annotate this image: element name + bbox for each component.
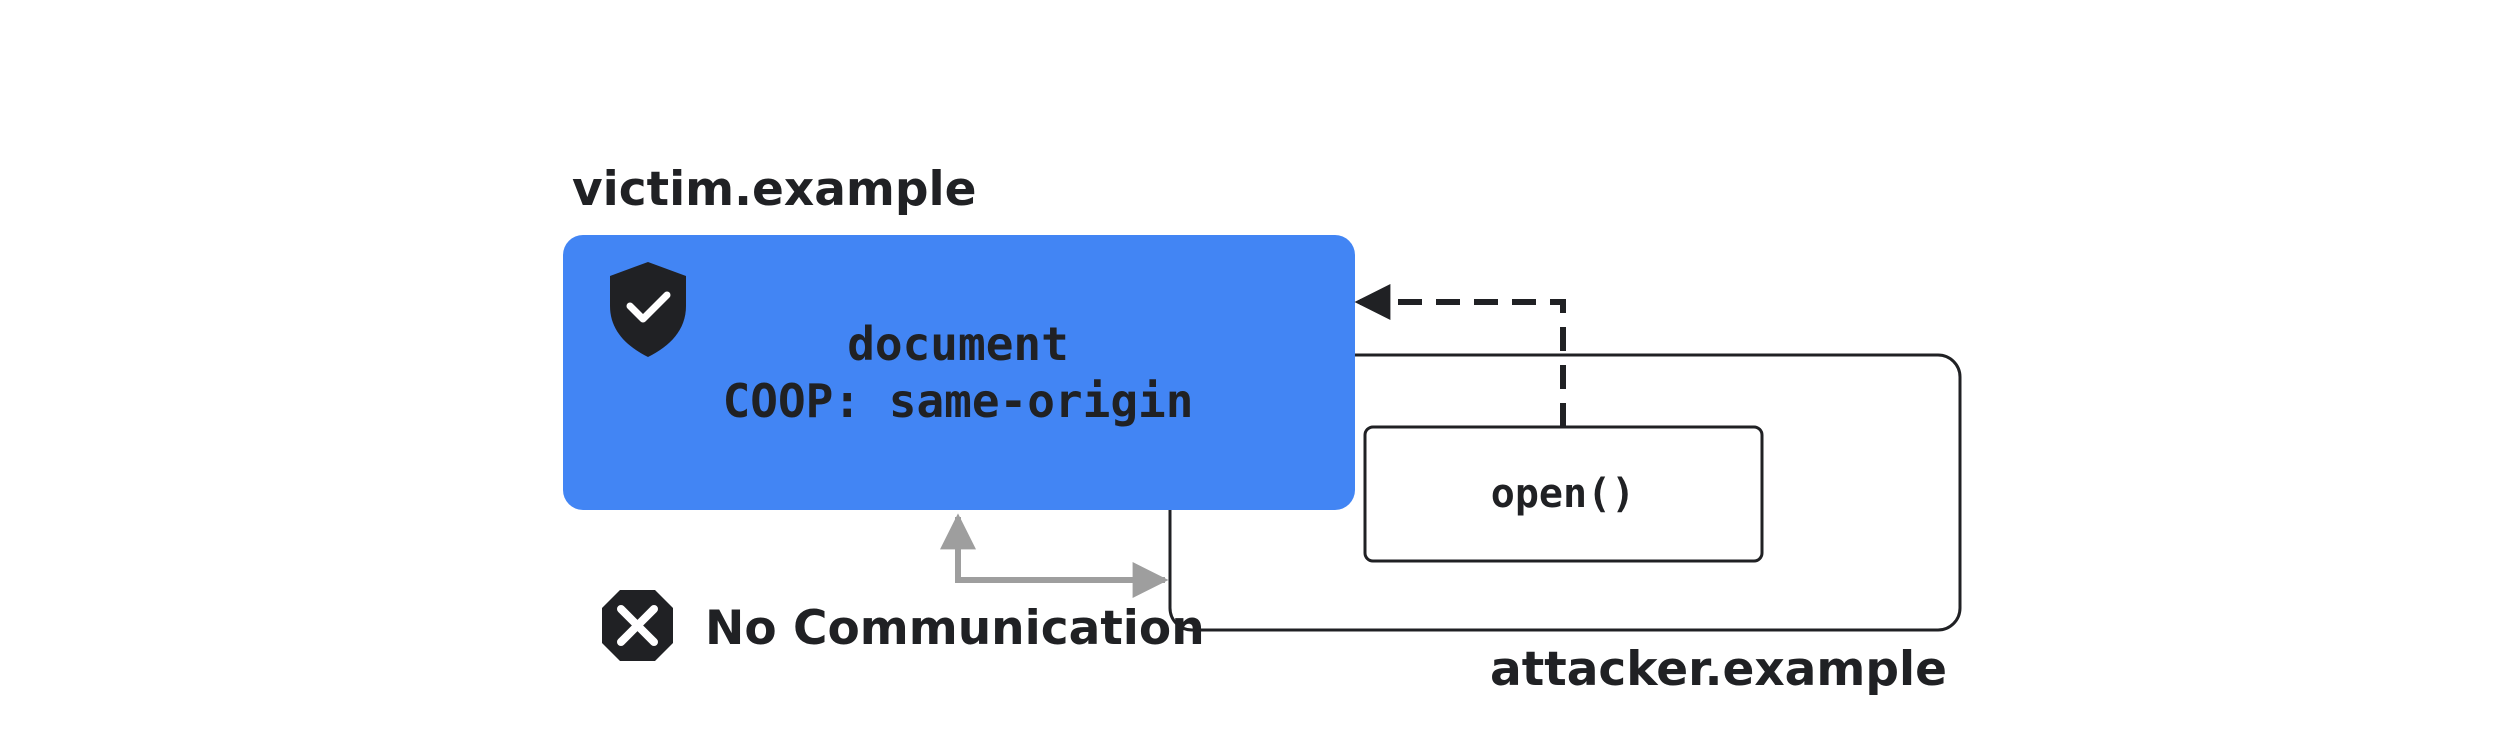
no-communication-label: No Communication bbox=[705, 601, 1205, 656]
shield-check-icon bbox=[610, 262, 686, 357]
attacker-origin-label: attacker.example bbox=[1490, 642, 1947, 697]
victim-document-box bbox=[563, 235, 1355, 510]
coop-header-label: COOP: same-origin bbox=[723, 374, 1194, 428]
victim-origin-label: victim.example bbox=[572, 162, 977, 217]
document-label: document bbox=[847, 317, 1069, 371]
open-call-label: open() bbox=[1491, 471, 1636, 517]
x-octagon-icon bbox=[602, 590, 673, 661]
open-dashed-arrow bbox=[1354, 284, 1566, 427]
blocked-connector-arrow bbox=[940, 513, 1169, 598]
